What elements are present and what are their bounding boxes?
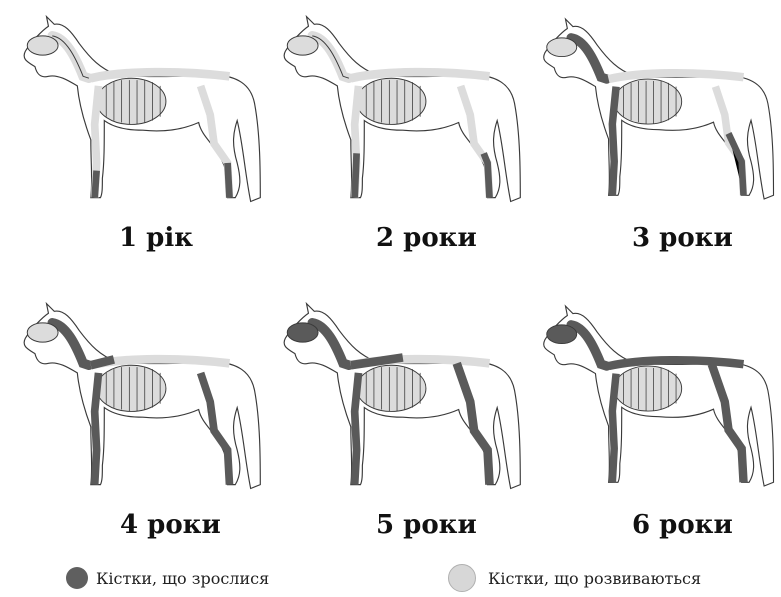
panel-5-years: 5 роки [268, 292, 528, 592]
age-label: 3 роки [632, 223, 733, 253]
panel-6-years: 6 роки [528, 292, 781, 592]
developing-bone-swatch [448, 564, 476, 592]
legend-developing: Кістки, що розвиваються [448, 566, 701, 590]
age-label: 1 рік [119, 223, 193, 253]
age-label: 5 роки [376, 510, 477, 540]
age-label: 2 роки [376, 223, 477, 253]
horse-skeleton-6 [528, 292, 781, 502]
horse-skeleton-1 [8, 5, 268, 215]
horse-skeleton-3 [528, 5, 781, 215]
age-label: 4 роки [120, 510, 221, 540]
panel-4-years: 4 роки [8, 292, 268, 592]
legend-fused-label: Кістки, що зрослися [96, 569, 269, 588]
horse-skeleton-5 [268, 292, 528, 502]
horse-skeleton-2 [268, 5, 528, 215]
panel-2-years: 2 роки [268, 5, 528, 305]
panel-1-year: 1 рік [8, 5, 268, 305]
panel-3-years: 3 роки [528, 5, 781, 305]
age-label: 6 роки [632, 510, 733, 540]
legend-developing-label: Кістки, що розвиваються [488, 569, 701, 588]
legend-fused: Кістки, що зрослися [66, 566, 269, 590]
horse-skeleton-4 [8, 292, 268, 502]
fused-bone-swatch [66, 567, 88, 589]
